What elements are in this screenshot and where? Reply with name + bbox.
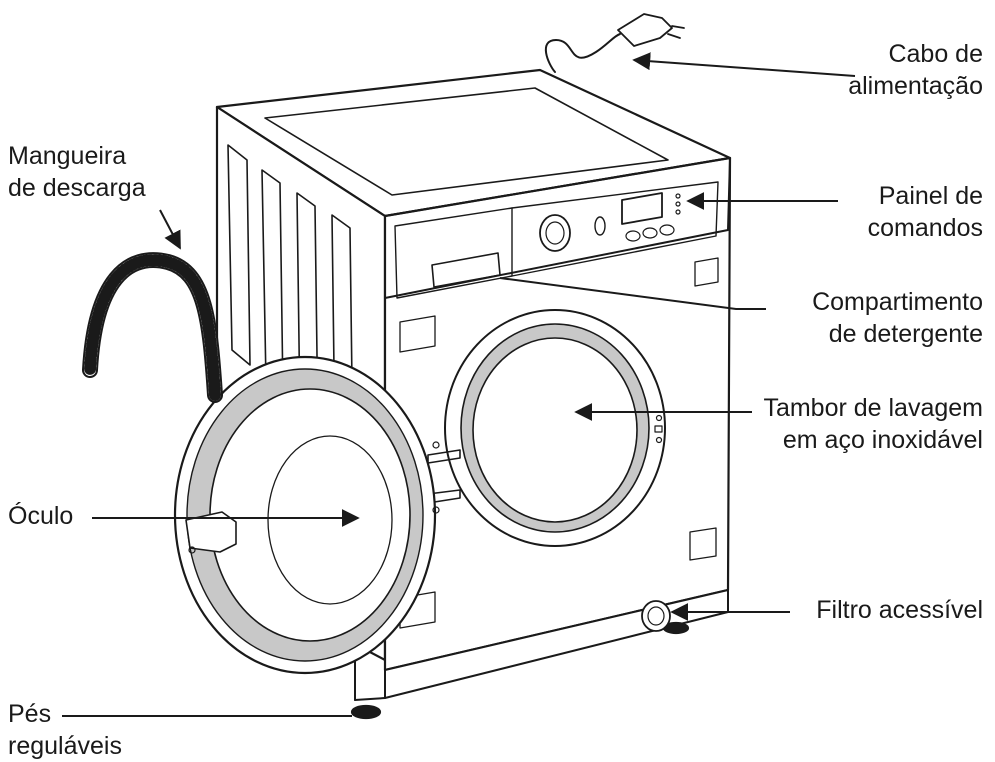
drum-interior — [472, 337, 638, 523]
label-detergent-drawer: Compartimento de detergente — [812, 288, 983, 348]
filter-cap — [641, 600, 671, 632]
label-feet: Pés reguláveis — [8, 700, 122, 760]
leader-power-cable — [632, 52, 856, 77]
label-power-cable: Cabo de alimentação — [848, 40, 983, 100]
label-door: Óculo — [8, 502, 74, 530]
leader-detergent-drawer — [499, 277, 766, 310]
label-drain-hose: Mangueira de descarga — [8, 142, 146, 202]
door-glass — [267, 435, 393, 605]
label-control-panel: Painel de comandos — [867, 182, 983, 242]
power-cable — [544, 33, 621, 73]
drum-opening — [444, 309, 666, 547]
adjustable-foot — [350, 704, 382, 720]
program-knob — [539, 214, 571, 252]
label-drum: Tambor de lavagem em aço inoxidável — [763, 394, 983, 454]
leader-drain-hose — [159, 209, 181, 250]
detergent-drawer-handle — [431, 252, 501, 288]
power-plug — [617, 13, 673, 47]
display-screen — [621, 192, 663, 225]
label-filter: Filtro acessível — [816, 596, 983, 624]
